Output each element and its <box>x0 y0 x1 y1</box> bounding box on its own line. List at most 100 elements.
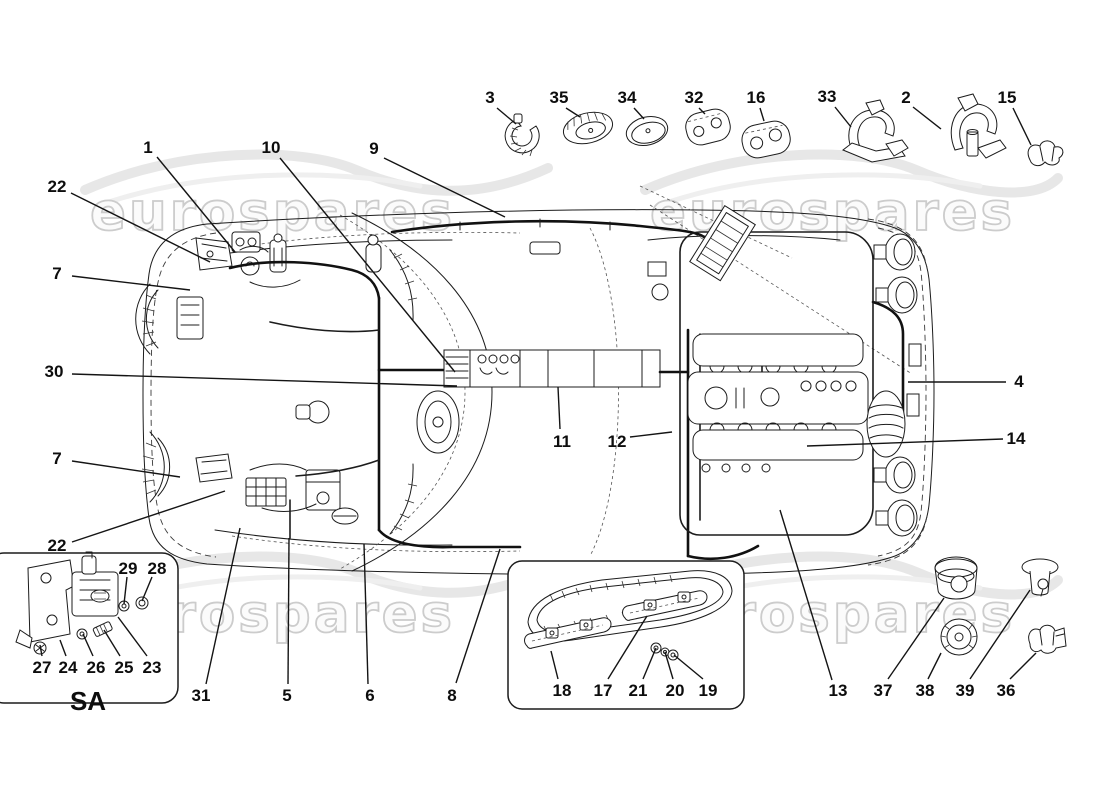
part-callout-11: 11 <box>553 432 571 451</box>
part-callout-10: 10 <box>262 138 281 157</box>
part-callout-2: 2 <box>901 88 910 107</box>
front-wheel-arches <box>135 283 171 503</box>
callout-leader-23 <box>117 616 148 657</box>
callout-leader-3 <box>496 107 517 125</box>
callout-leader-14 <box>806 438 1004 447</box>
loose-parts-top-row <box>504 93 1064 167</box>
inset-sa: SA <box>0 551 179 716</box>
part-drawing-16 <box>741 120 791 159</box>
part-drawing-36 <box>1028 624 1067 654</box>
part-callout-17: 17 <box>594 681 613 700</box>
part-callout-31: 31 <box>192 686 211 705</box>
part-callout-24: 24 <box>59 658 78 677</box>
wiring-harness <box>228 218 922 561</box>
callout-leader-39 <box>969 589 1031 680</box>
part-drawing-34 <box>625 115 669 147</box>
callout-leader-12 <box>629 431 673 438</box>
callout-leader-32 <box>698 107 706 115</box>
condenser <box>689 204 756 282</box>
watermark-text-0: eurospares <box>90 182 455 243</box>
callout-leader-21 <box>642 647 657 680</box>
callout-leader-10 <box>279 157 456 373</box>
watermark-swoosh <box>80 149 553 196</box>
part-callout-36: 36 <box>997 681 1016 700</box>
callout-leader-27 <box>39 644 43 657</box>
part-callout-22: 22 <box>48 536 67 555</box>
part-drawing-2 <box>950 93 1007 159</box>
part-callout-27: 27 <box>33 658 52 677</box>
part-callout-15: 15 <box>998 88 1017 107</box>
part-callout-4: 4 <box>1014 372 1024 391</box>
windshield-curve <box>351 212 493 572</box>
part-callout-1: 1 <box>143 138 152 157</box>
callout-leader-37 <box>887 597 945 680</box>
part-drawing-38 <box>940 618 978 656</box>
part-callout-35: 35 <box>550 88 569 107</box>
callout-leader-38 <box>927 652 942 680</box>
part-callout-9: 9 <box>369 139 378 158</box>
part-callout-39: 39 <box>956 681 975 700</box>
part-callout-22: 22 <box>48 177 67 196</box>
callout-leader-11 <box>557 386 561 430</box>
part-callout-30: 30 <box>45 362 64 381</box>
callout-leader-15 <box>1012 107 1032 146</box>
callout-leader-30 <box>71 373 458 387</box>
callout-leader-25 <box>103 629 121 657</box>
callout-leader-7 <box>71 275 191 291</box>
part-callout-6: 6 <box>365 686 374 705</box>
part-drawing-32 <box>685 108 731 146</box>
part-callout-13: 13 <box>829 681 848 700</box>
part-callout-19: 19 <box>699 681 718 700</box>
part-callout-25: 25 <box>115 658 134 677</box>
part-callout-32: 32 <box>685 88 704 107</box>
engine-bay <box>647 204 918 537</box>
part-callout-18: 18 <box>553 681 572 700</box>
watermark-swoosh <box>640 149 1063 198</box>
callout-leader-35 <box>565 107 581 118</box>
front-compartment-components <box>176 231 460 525</box>
part-drawing-3 <box>504 113 540 157</box>
part-callout-29: 29 <box>119 559 138 578</box>
callout-leader-31 <box>205 527 241 685</box>
part-callout-12: 12 <box>608 432 627 451</box>
callout-leader-29 <box>123 576 128 605</box>
callout-leader-26 <box>82 633 94 657</box>
part-callout-26: 26 <box>87 658 106 677</box>
cable-duct <box>451 349 661 388</box>
callout-leader-8 <box>455 548 501 684</box>
callout-leader-16 <box>759 107 765 122</box>
part-callout-5: 5 <box>282 686 291 705</box>
callout-leader-34 <box>633 107 645 120</box>
callout-leader-1 <box>156 156 236 253</box>
callout-leader-6 <box>363 543 369 685</box>
part-callout-8: 8 <box>447 686 456 705</box>
part-callout-33: 33 <box>818 87 837 106</box>
callout-leader-19 <box>673 654 704 680</box>
part-callout-7: 7 <box>52 449 61 468</box>
inset-sa-label: SA <box>70 686 106 716</box>
callout-leader-33 <box>834 106 852 128</box>
callout-leader-28 <box>141 576 153 602</box>
part-drawing-37 <box>934 556 978 600</box>
car-top-view-drawing <box>135 185 935 576</box>
part-drawing-33 <box>842 99 909 163</box>
callout-leader-22 <box>70 192 211 263</box>
part-callout-38: 38 <box>916 681 935 700</box>
sa-bracket-drawing <box>15 551 149 655</box>
part-callout-3: 3 <box>485 88 494 107</box>
tail-lamps <box>873 233 918 537</box>
part-callout-34: 34 <box>618 88 637 107</box>
watermark-text-1: eurospares <box>650 182 1015 243</box>
inset-frame <box>507 560 745 710</box>
callout-leader-36 <box>1009 652 1037 680</box>
frame-rail-part <box>622 590 708 621</box>
part-callout-14: 14 <box>1007 429 1026 448</box>
callout-leader-9 <box>383 157 506 218</box>
part-callout-21: 21 <box>629 681 648 700</box>
frame-drawing <box>524 570 733 661</box>
part-callout-20: 20 <box>666 681 685 700</box>
callout-leader-13 <box>779 509 833 681</box>
